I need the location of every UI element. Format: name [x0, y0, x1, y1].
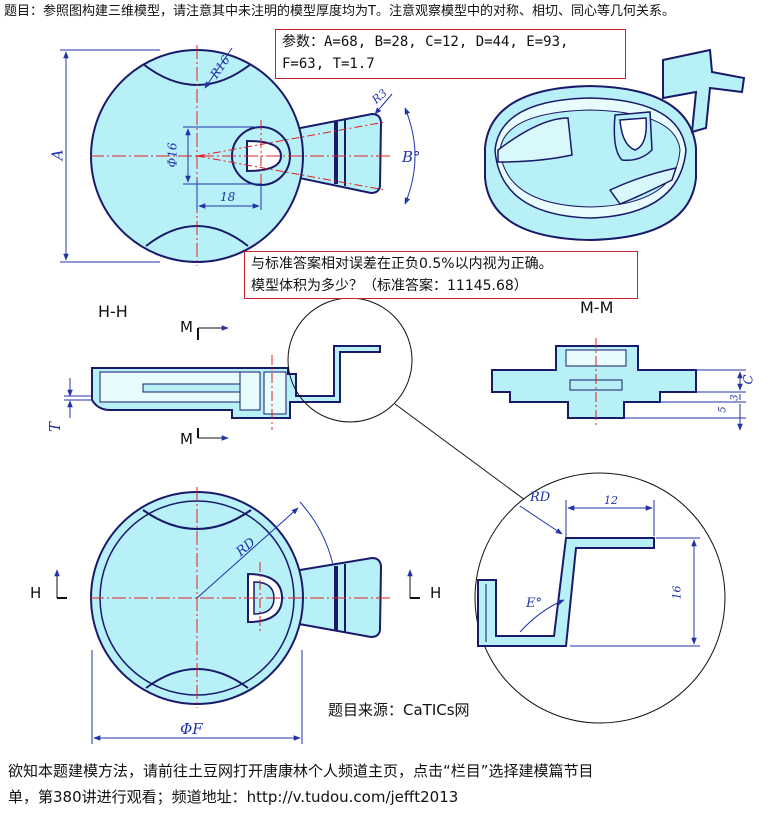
cut-label-m-bottom: M — [180, 430, 193, 448]
bottom-view — [54, 487, 420, 744]
section-hh — [64, 325, 381, 441]
dim-b-label: B° — [402, 148, 421, 166]
parameters-line-1: 参数：A=68, B=28, C=12, D=44, E=93, — [282, 34, 569, 50]
parameters-box: 参数：A=68, B=28, C=12, D=44, E=93, F=63, T… — [275, 29, 626, 79]
answer-note-box: 与标准答案相对误差在正负0.5%以内视为正确。 模型体积为多少？（标准答案：11… — [244, 251, 638, 299]
parameters-line-2: F=63, T=1.7 — [282, 56, 375, 72]
dim-5-label: 5 — [717, 406, 729, 413]
dim-rd-detail-label: RD — [530, 490, 551, 505]
source-credit: 题目来源：CaTICs网 — [328, 701, 470, 719]
dim-12-label: 12 — [604, 494, 618, 507]
dim-16-label: 16 — [670, 585, 684, 600]
dim-t-label: T — [46, 421, 65, 433]
volume-question: 模型体积为多少？（标准答案：11145.68） — [251, 278, 528, 294]
half-round-hole — [246, 139, 283, 173]
dim-phi16-label: Φ16 — [165, 142, 180, 168]
cut-label-h-left: H — [30, 584, 42, 602]
dim-e-label: E° — [526, 596, 542, 611]
footer-line-1: 欲知本题建模方法，请前往土豆网打开唐康林个人频道主页，点击“栏目”选择建模篇节目 — [8, 762, 594, 780]
dim-a-label: A — [48, 149, 67, 161]
footer-instructions: 欲知本题建模方法，请前往土豆网打开唐康林个人频道主页，点击“栏目”选择建模篇节目… — [8, 758, 776, 810]
dim-18-label: 18 — [220, 190, 236, 204]
detail-callout-circle — [287, 297, 413, 423]
dim-f-label: ΦF — [180, 720, 203, 738]
tolerance-note: 与标准答案相对误差在正负0.5%以内视为正确。 — [251, 256, 553, 272]
problem-statement: 题目：参照图构建三维模型，请注意其中未注明的模型厚度均为T。注意观察模型中的对称… — [4, 4, 675, 19]
top-view — [60, 45, 416, 266]
section-mm — [491, 338, 746, 431]
section-hh-label: H-H — [98, 302, 128, 321]
cut-label-m-top: M — [180, 318, 193, 336]
section-mm-label: M-M — [580, 298, 614, 317]
dim-c-label: C — [741, 374, 757, 385]
footer-line-2: 单，第380讲进行观看；频道地址：http://v.tudou.com/jeff… — [8, 788, 459, 806]
isometric-view — [484, 48, 746, 242]
dim-3-label: 3 — [729, 394, 741, 401]
cut-label-h-right: H — [430, 584, 442, 602]
detail-view — [474, 472, 726, 724]
